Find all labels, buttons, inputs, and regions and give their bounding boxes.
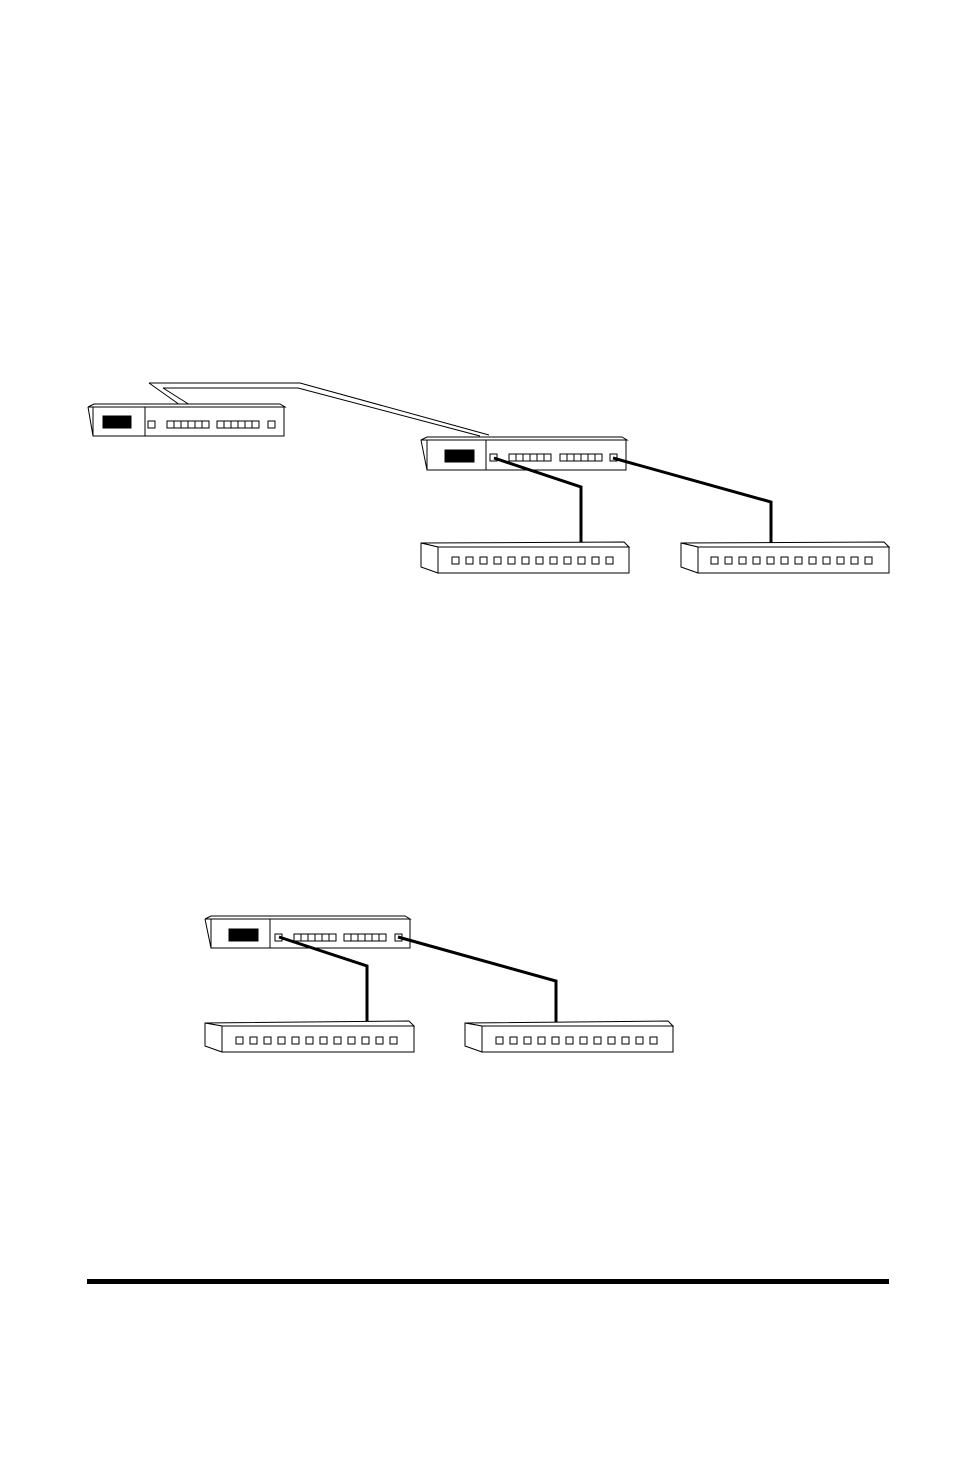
hub-port-bank <box>509 454 551 461</box>
single-hub-topology <box>205 916 673 1052</box>
patch-panel-left <box>421 542 629 573</box>
footer-rule <box>87 1279 889 1284</box>
hub-port-bank <box>294 934 336 941</box>
hub-port-bank <box>560 454 602 461</box>
cascaded-hub <box>421 437 627 470</box>
hub-display-panel <box>445 450 474 462</box>
hub-port-bank <box>167 421 209 428</box>
standalone-hub <box>205 916 410 948</box>
hub-display-panel <box>103 416 131 428</box>
hub-port-bank <box>344 934 386 941</box>
hub-port-bank <box>217 421 259 428</box>
cascaded-hub-topology <box>88 383 889 573</box>
hub-port <box>148 421 155 428</box>
patch-panel-right <box>465 1021 673 1052</box>
upstream-hub <box>88 404 285 436</box>
hub-port <box>268 421 275 428</box>
patch-panel-right <box>681 542 889 573</box>
hub-display-panel <box>229 929 258 941</box>
patch-panel-left <box>205 1021 414 1052</box>
